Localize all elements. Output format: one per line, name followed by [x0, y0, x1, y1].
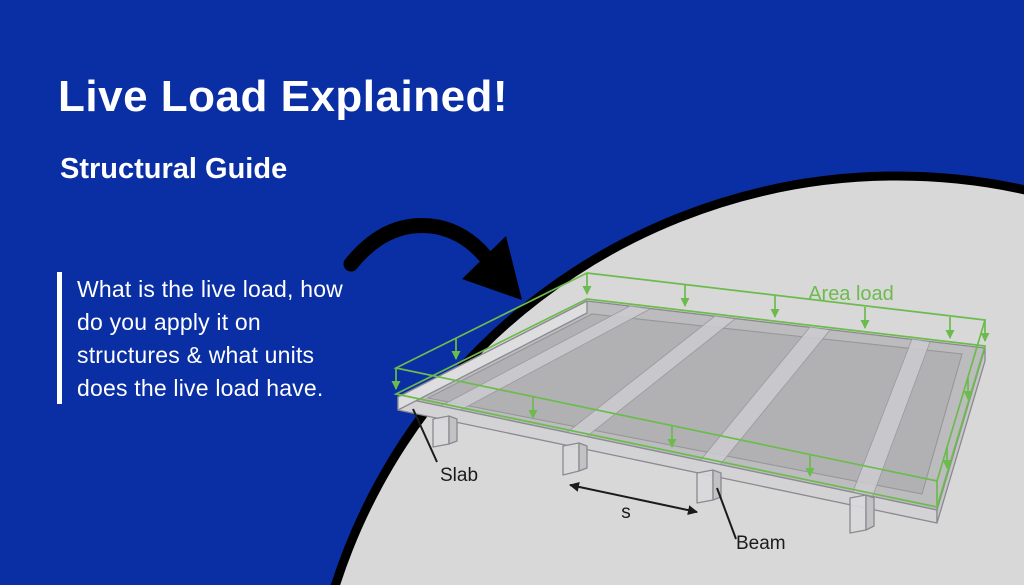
- slab-beam-diagram: Area load Slab Beam s: [391, 272, 990, 554]
- intro-line: What is the live load, how: [77, 276, 343, 302]
- spacing-label: s: [621, 502, 631, 523]
- slab-inset-panel: [426, 313, 963, 495]
- curved-arrow-icon: [343, 218, 522, 300]
- slab-label: Slab: [440, 465, 478, 486]
- area-load-box: [391, 272, 990, 508]
- intro-line: does the live load have.: [77, 375, 324, 401]
- quote-bar: [57, 272, 62, 404]
- beam-end: [432, 415, 458, 448]
- spacing-dimension: s: [569, 481, 698, 523]
- beam-end: [849, 494, 875, 534]
- beam-callout: Beam: [716, 487, 786, 554]
- beams: [432, 415, 875, 534]
- intro-line: structures & what units: [77, 342, 315, 368]
- page-subtitle: Structural Guide: [60, 153, 288, 185]
- intro-text: What is the live load, how do you apply …: [77, 273, 343, 405]
- intro-line: do you apply it on: [77, 309, 261, 335]
- area-load-label: Area load: [808, 283, 894, 305]
- beam-end: [696, 469, 722, 504]
- beam-end: [562, 442, 588, 476]
- beam-label: Beam: [736, 533, 786, 554]
- slab-left-face: [397, 300, 588, 411]
- page-title: Live Load Explained!: [58, 72, 509, 121]
- slab: [397, 300, 986, 524]
- slab-callout: Slab: [412, 408, 478, 486]
